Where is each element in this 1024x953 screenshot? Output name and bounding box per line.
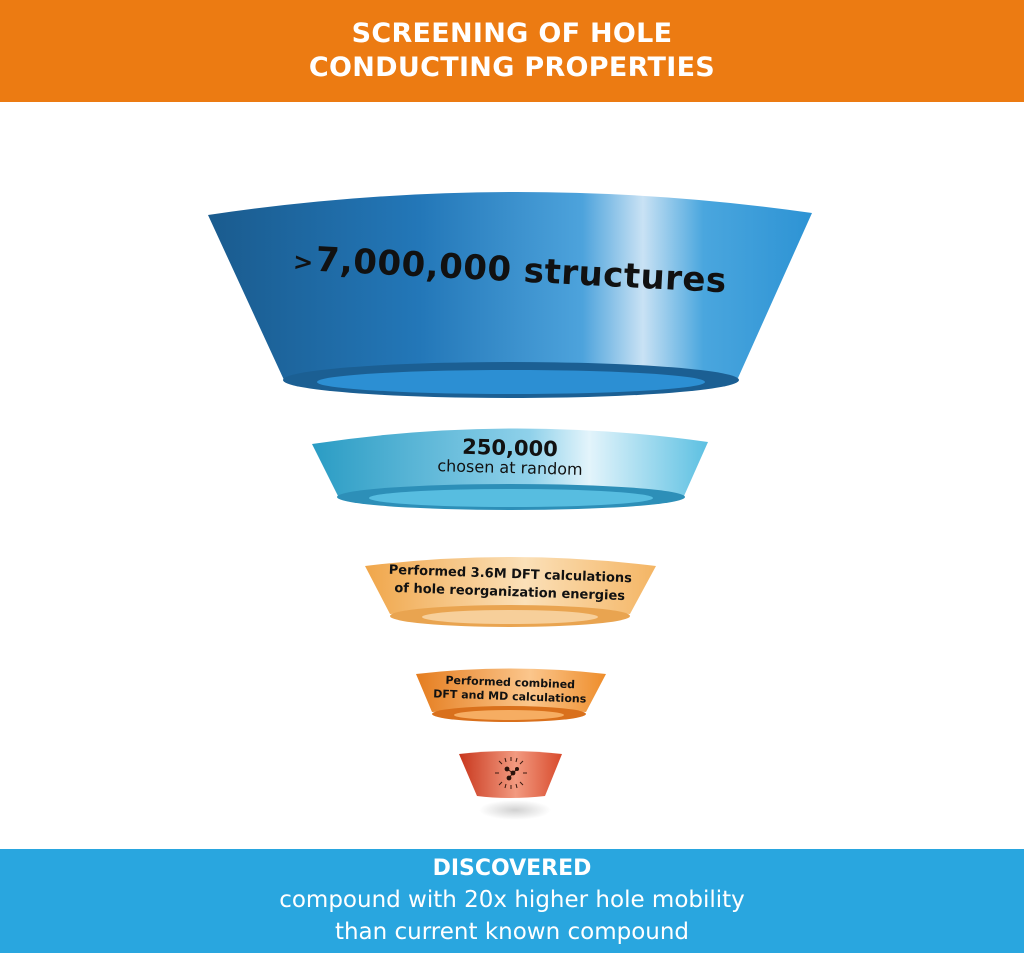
funnel-stage-4 (416, 668, 606, 722)
funnel-stage-3 (365, 557, 656, 627)
molecule-icon (495, 757, 527, 789)
header-title-line2: CONDUCTING PROPERTIES (308, 52, 716, 83)
footer-title: DISCOVERED (432, 856, 592, 881)
footer-line1: compound with 20x higher hole mobility (279, 887, 745, 913)
header-title-line1: SCREENING OF HOLE (351, 18, 673, 49)
footer-line2: than current known compound (334, 919, 690, 945)
stage1-prefix: > (292, 247, 315, 277)
funnel-stage-1 (208, 191, 812, 398)
header-banner: SCREENING OF HOLE CONDUCTING PROPERTIES (0, 0, 1024, 102)
funnel-stage-2 (312, 428, 708, 510)
funnel-stage-5 (459, 751, 562, 820)
funnel-diagram (208, 191, 812, 820)
footer-banner: DISCOVERED compound with 20x higher hole… (0, 849, 1024, 953)
